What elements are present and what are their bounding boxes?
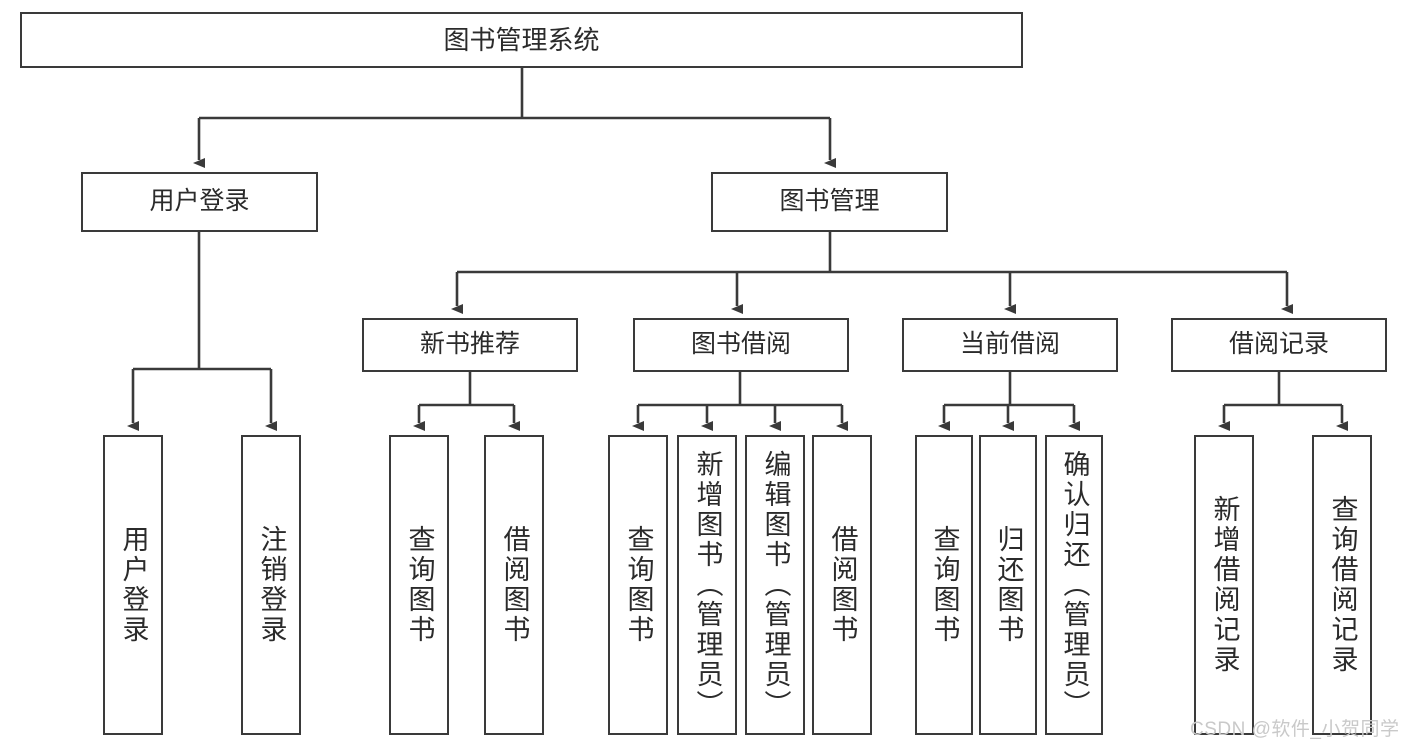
- node-book-borrow[interactable]: 图书借阅: [633, 318, 849, 372]
- leaf-current-query-book[interactable]: 查询图书: [915, 435, 973, 735]
- leaf-label: 注销登录: [256, 525, 287, 645]
- node-label: 当前借阅: [959, 330, 1060, 359]
- leaf-label: 查询图书: [623, 525, 654, 645]
- node-current-borrow[interactable]: 当前借阅: [902, 318, 1118, 372]
- node-label: 新书推荐: [419, 330, 520, 359]
- leaf-label: 新增借阅记录: [1209, 495, 1240, 675]
- leaf-user-login-logout[interactable]: 注销登录: [241, 435, 301, 735]
- leaf-label: 查询图书: [404, 525, 435, 645]
- node-user-login[interactable]: 用户登录: [81, 172, 318, 232]
- leaf-borrow-borrow-book[interactable]: 借阅图书: [812, 435, 872, 735]
- leaf-borrow-edit-book-admin[interactable]: 编辑图书（管理员）: [745, 435, 805, 735]
- leaf-user-login-login[interactable]: 用户登录: [103, 435, 163, 735]
- node-new-book-recommend[interactable]: 新书推荐: [362, 318, 578, 372]
- leaf-label: 新增图书（管理员）: [692, 450, 723, 720]
- leaf-label: 编辑图书（管理员）: [760, 450, 791, 720]
- node-label: 图书借阅: [690, 330, 791, 359]
- leaf-borrow-query-book[interactable]: 查询图书: [608, 435, 668, 735]
- leaf-label: 确认归还（管理员）: [1059, 450, 1090, 720]
- node-label: 用户登录: [149, 187, 250, 216]
- node-borrow-record[interactable]: 借阅记录: [1171, 318, 1387, 372]
- leaf-label: 查询借阅记录: [1327, 495, 1358, 675]
- leaf-label: 借阅图书: [499, 525, 530, 645]
- leaf-label: 借阅图书: [827, 525, 858, 645]
- leaf-label: 归还图书: [993, 525, 1024, 645]
- node-root-book-management-system[interactable]: 图书管理系统: [20, 12, 1023, 68]
- leaf-current-return-book[interactable]: 归还图书: [979, 435, 1037, 735]
- node-book-management[interactable]: 图书管理: [711, 172, 948, 232]
- leaf-new-book-borrow[interactable]: 借阅图书: [484, 435, 544, 735]
- node-label: 图书管理系统: [443, 24, 600, 55]
- node-label: 图书管理: [779, 187, 880, 216]
- leaf-label: 用户登录: [118, 525, 149, 645]
- leaf-borrow-add-book-admin[interactable]: 新增图书（管理员）: [677, 435, 737, 735]
- leaf-new-book-query[interactable]: 查询图书: [389, 435, 449, 735]
- leaf-record-add-record[interactable]: 新增借阅记录: [1194, 435, 1254, 735]
- leaf-current-confirm-return-admin[interactable]: 确认归还（管理员）: [1045, 435, 1103, 735]
- leaf-record-query-record[interactable]: 查询借阅记录: [1312, 435, 1372, 735]
- node-label: 借阅记录: [1228, 330, 1329, 359]
- leaf-label: 查询图书: [929, 525, 960, 645]
- csdn-watermark: CSDN @软件_小贺同学: [1190, 719, 1400, 740]
